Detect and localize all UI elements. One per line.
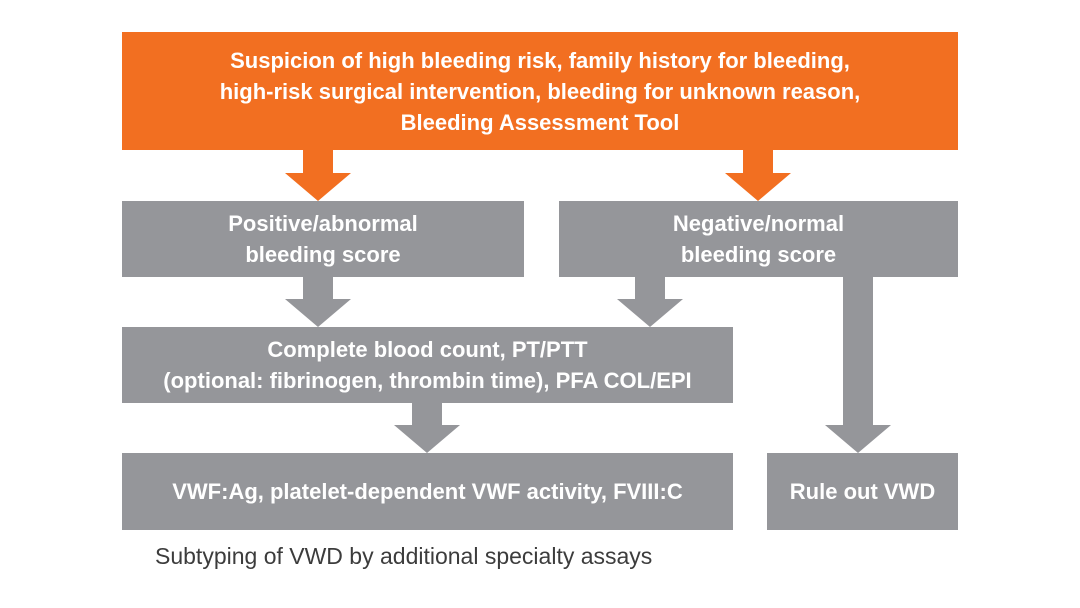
positive-bleeding-score-box: Positive/abnormal bleeding score xyxy=(122,201,524,277)
initial-labs-box: Complete blood count, PT/PTT (optional: … xyxy=(122,327,733,403)
negative-box-line-2: bleeding score xyxy=(680,242,837,267)
rule-out-vwd-box: Rule out VWD xyxy=(767,453,958,530)
positive-box-line-2: bleeding score xyxy=(245,242,401,267)
subtyping-caption: Subtyping of VWD by additional specialty… xyxy=(155,543,653,569)
arrow-down-gray-ruleout-icon xyxy=(825,277,891,453)
labs-box-line-1: Complete blood count, PT/PTT xyxy=(267,337,588,362)
positive-box-line-1: Positive/abnormal xyxy=(228,211,418,236)
vwf-assays-box: VWF:Ag, platelet-dependent VWF activity,… xyxy=(122,453,733,530)
suspicion-box-line-3: Bleeding Assessment Tool xyxy=(400,109,680,135)
vwf-box-label: VWF:Ag, platelet-dependent VWF activity,… xyxy=(172,479,683,504)
negative-bleeding-score-box: Negative/normal bleeding score xyxy=(559,201,958,277)
negative-box-line-1: Negative/normal xyxy=(672,211,845,236)
arrow-down-orange-left-icon xyxy=(285,150,351,201)
suspicion-box: Suspicion of high bleeding risk, family … xyxy=(122,32,958,150)
arrow-down-gray-negative-icon xyxy=(617,277,683,327)
labs-box-line-2: (optional: fibrinogen, thrombin time), P… xyxy=(163,368,692,393)
arrow-down-gray-labs-icon xyxy=(394,403,460,453)
arrow-down-orange-right-icon xyxy=(725,150,791,201)
suspicion-box-line-2: high-risk surgical intervention, bleedin… xyxy=(219,78,861,104)
rule-out-vwd-label: Rule out VWD xyxy=(789,479,936,504)
suspicion-box-line-1: Suspicion of high bleeding risk, family … xyxy=(230,47,850,73)
arrow-down-gray-positive-icon xyxy=(285,277,351,327)
